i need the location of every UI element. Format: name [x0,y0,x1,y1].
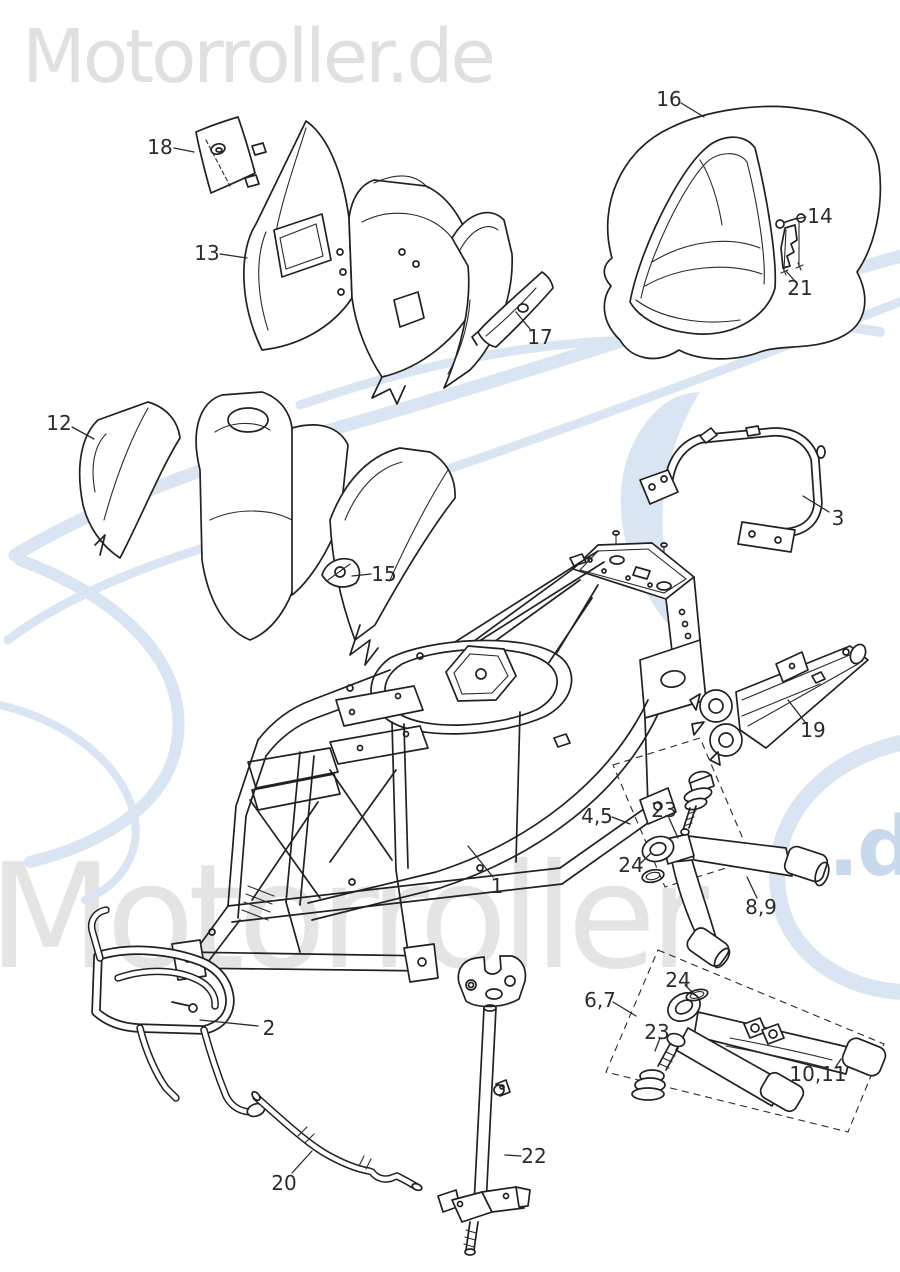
rear-grab-bar-drawing [639,425,826,553]
part-callout-small-bracket: 15 [371,562,397,586]
seat-drawing [603,105,882,360]
part-callout-upper-ball-joint-kit: 4,5 [581,804,613,828]
part-callout-ball-joint-lower: 23 [644,1020,670,1044]
handlebar-drawing [251,1090,423,1192]
part-callout-rear-grab-bar: 3 [831,506,845,530]
part-callout-handlebar: 20 [271,1171,297,1195]
storage-lid-drawing [195,116,267,194]
part-callout-swingarm: 19 [800,718,826,742]
part-callout-lower-a-arm: 10,11 [789,1062,847,1086]
upper-a-arm-group-drawing [612,737,830,969]
front-bumper-drawing [87,906,266,1118]
callout-leader-lines [71,102,842,1174]
part-callout-steering-stem: 22 [521,1144,547,1168]
part-callout-seat-latch-bracket: 14 [807,204,833,228]
swingarm-drawing [689,643,869,766]
part-callout-snap-ring-upper: 24 [618,853,644,877]
part-callout-front-fender: 12 [46,411,72,435]
front-fender-drawing [78,391,456,666]
steering-stem-drawing [437,955,531,1256]
watermark-giant: Motorroller [0,833,709,1002]
part-callout-lower-ball-joint-kit: 6,7 [584,988,616,1012]
small-bracket-drawing [321,557,361,588]
watermark-top: Motorroller.de [22,14,496,100]
main-frame-drawing [171,530,707,983]
part-callout-side-cover-panel: 17 [527,325,553,349]
part-callout-storage-lid: 18 [147,135,173,159]
part-callout-front-bumper: 2 [262,1016,276,1040]
part-callout-seat: 16 [656,87,682,111]
side-cover-panel-drawing [471,271,554,348]
part-callout-snap-ring-lower: 24 [665,968,691,992]
part-callout-main-frame: 1 [490,874,504,898]
lower-a-arm-group-drawing [605,949,887,1133]
part-callout-latch-bolts: 21 [787,276,813,300]
watermark-giant-suffix: .de [828,800,900,895]
part-callout-rear-body-fender: 13 [194,241,220,265]
rear-body-fender-drawing [243,120,513,405]
part-callout-ball-joint-upper: 23 [651,798,677,822]
part-callout-upper-a-arm: 8,9 [745,895,777,919]
